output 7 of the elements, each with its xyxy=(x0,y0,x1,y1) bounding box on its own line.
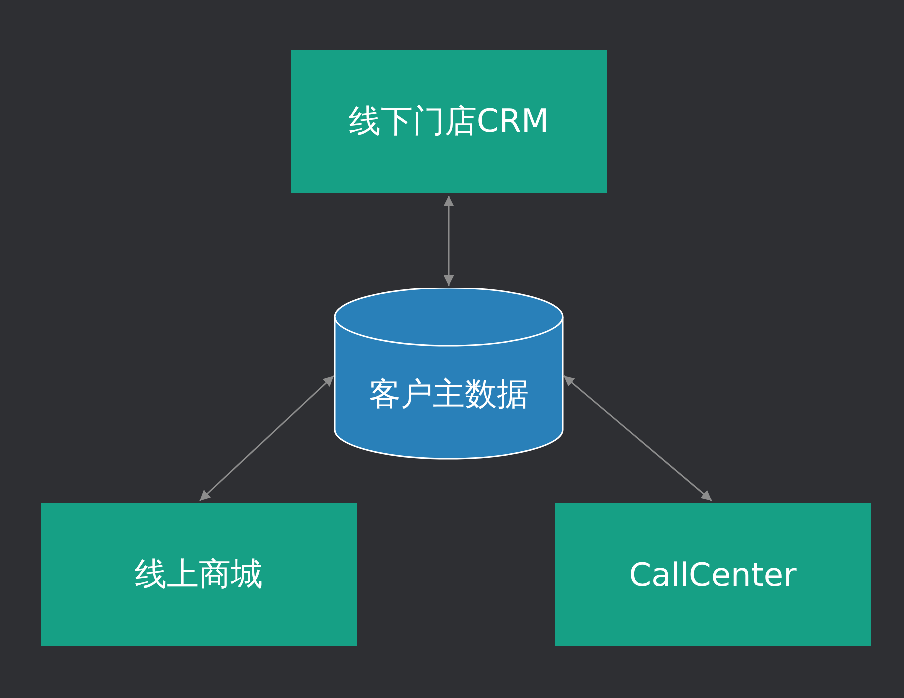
process-box: 线上商城 xyxy=(41,503,357,646)
cylinder-label: 客户主数据 xyxy=(368,376,530,412)
arrow xyxy=(564,375,712,502)
arrow xyxy=(444,196,454,286)
process-box: 线下门店CRM xyxy=(291,50,607,193)
process-box: CallCenter xyxy=(555,503,871,646)
arrow xyxy=(199,375,335,502)
